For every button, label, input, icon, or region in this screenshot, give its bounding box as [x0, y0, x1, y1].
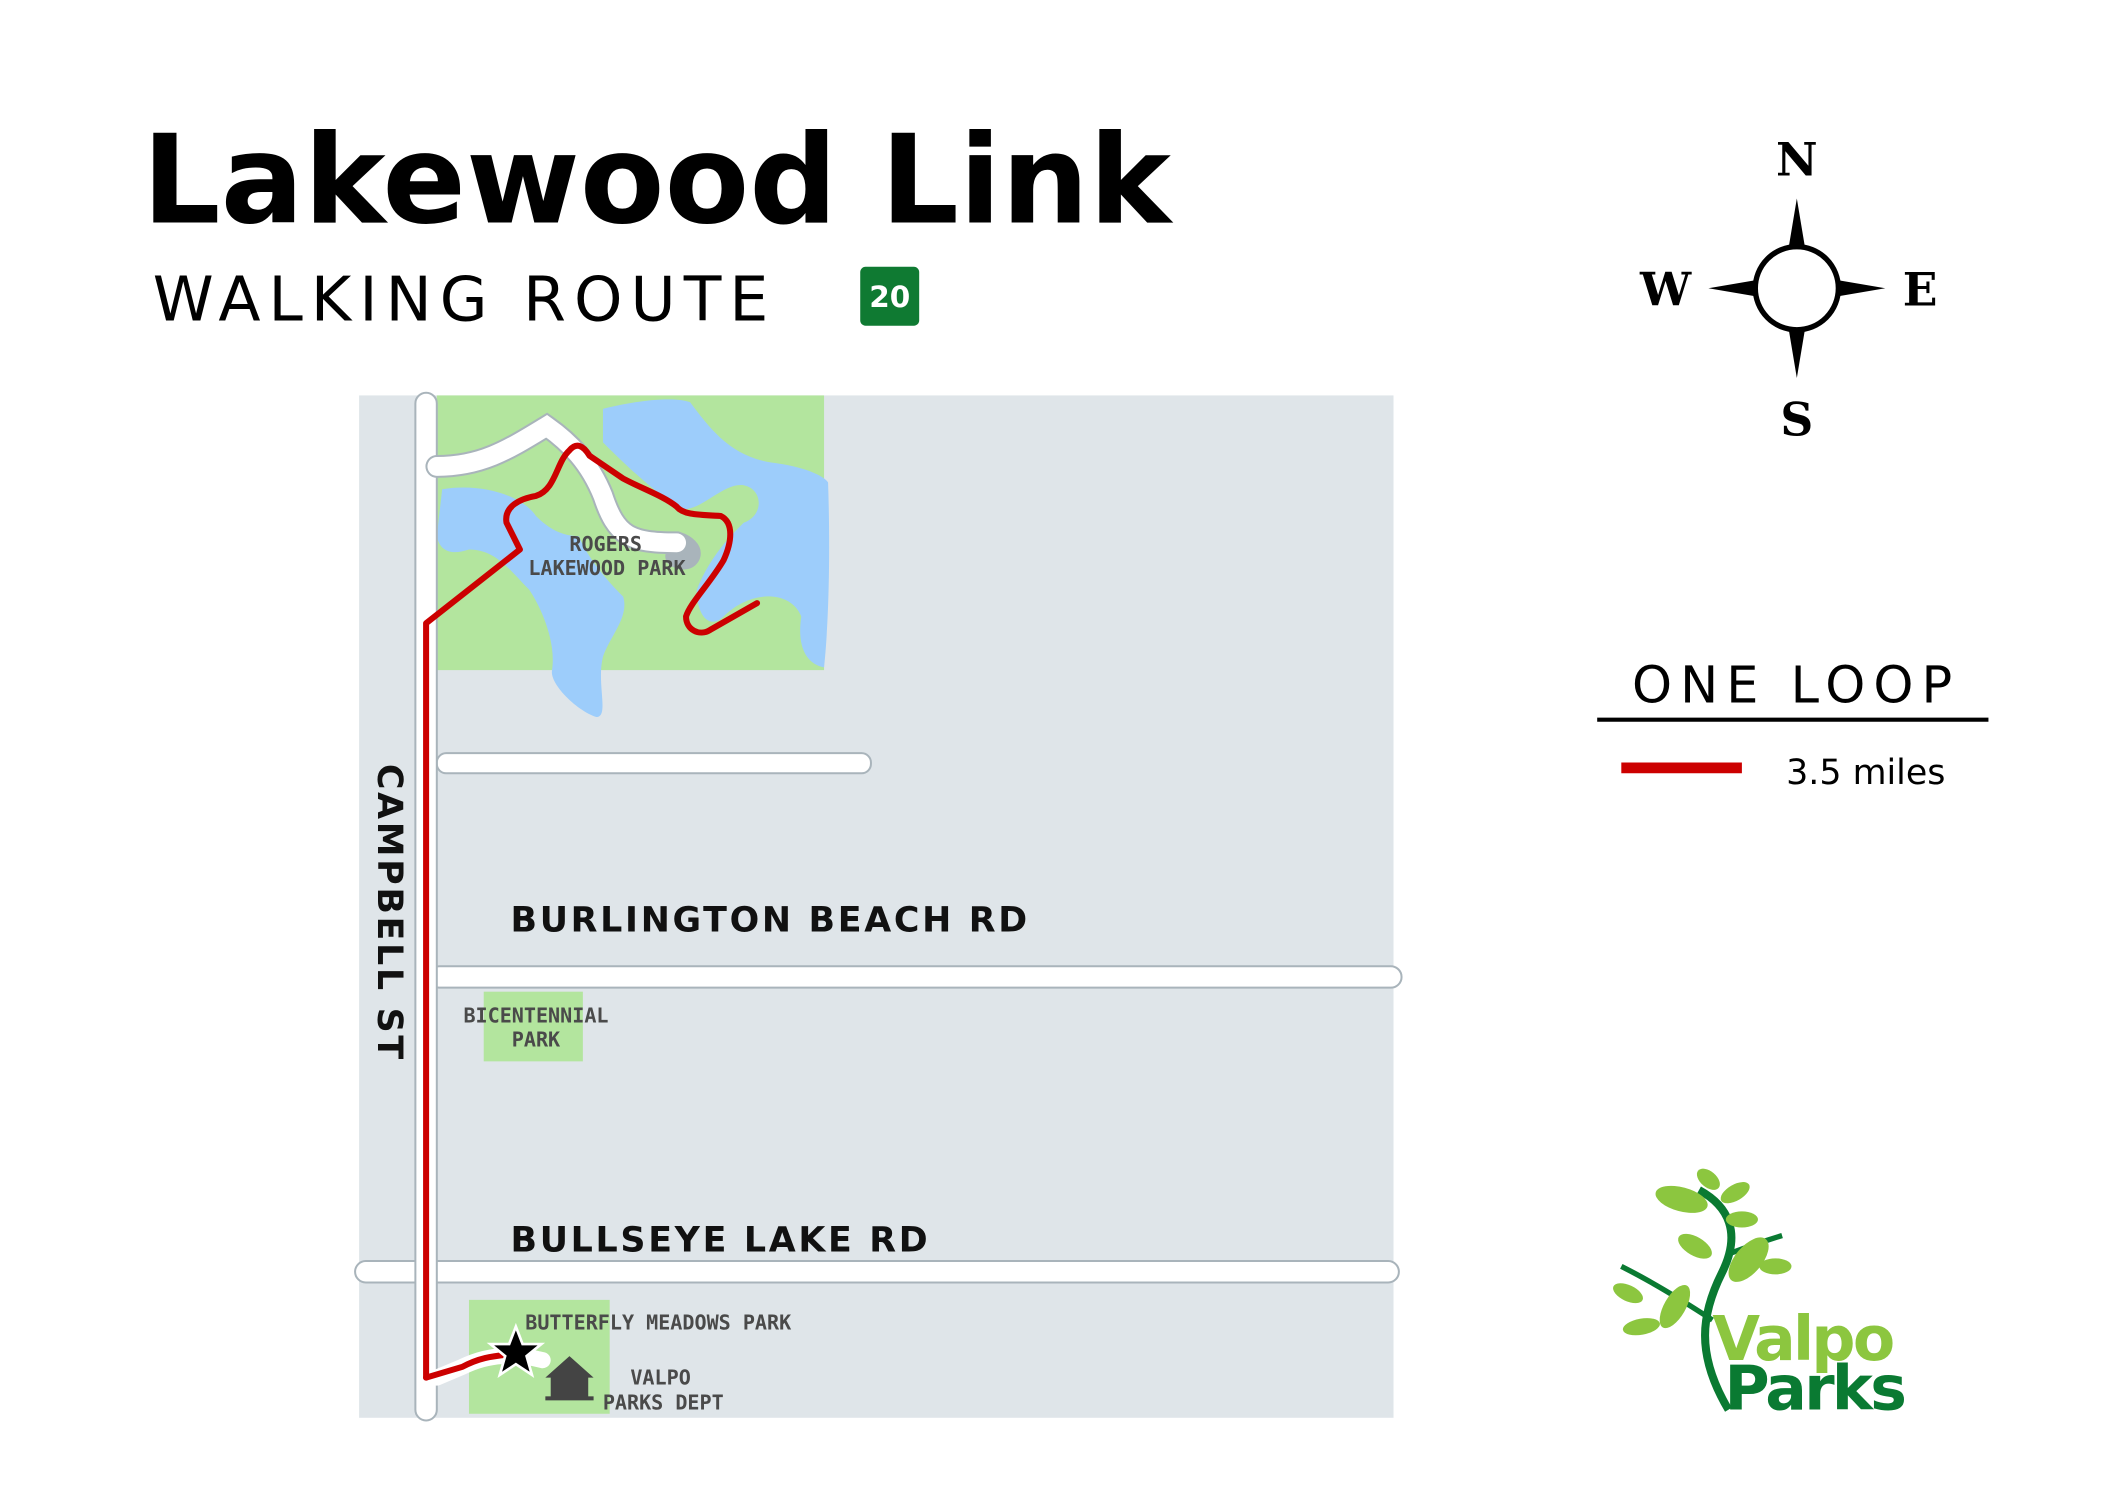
legend-title: ONE LOOP [1632, 656, 1960, 715]
compass-rose-icon: N S W E [1639, 133, 1938, 447]
svg-text:Parks: Parks [1724, 1353, 1904, 1425]
compass-east: E [1903, 263, 1938, 317]
bullseye-label: BULLSEYE LAKE RD [511, 1221, 931, 1261]
route-number-badge: 20 [860, 266, 920, 326]
butterfly-meadows-label: BUTTERFLY MEADOWS PARK [525, 1310, 792, 1334]
lake [436, 399, 830, 718]
bicentennial-park-area [483, 991, 583, 1062]
campbell-label: CAMPBELL ST [369, 764, 409, 1062]
burlington-beach-rd [427, 965, 1403, 989]
bullseye-lake-rd [354, 1260, 1400, 1284]
svg-text:Valpo: Valpo [1712, 1303, 1892, 1375]
parks-dept-label: VALPO [630, 1365, 690, 1389]
map-subtitle: WALKING ROUTE [153, 263, 777, 335]
compass-west: W [1639, 263, 1692, 317]
rogers-park-label: ROGERS [569, 532, 642, 556]
map-title: Lakewood Link [142, 110, 1174, 253]
walking-route [423, 442, 761, 1381]
valpo-parks-logo: Valpo Parks [1613, 1168, 1907, 1425]
side-road [435, 752, 872, 775]
compass-south: S [1780, 393, 1813, 447]
route-number: 20 [869, 280, 910, 314]
bicentennial-park-label: BICENTENNIAL [463, 1004, 608, 1028]
burlington-label: BURLINGTON BEACH RD [511, 900, 1030, 940]
map-area: ROGERS LAKEWOOD PARK BICENTENNIAL PARK B… [354, 391, 1403, 1422]
bicentennial-park-label-2: PARK [512, 1028, 561, 1052]
rogers-park-label-2: LAKEWOOD PARK [528, 556, 686, 580]
legend-route-length: 3.5 miles [1786, 753, 1945, 793]
park-road [427, 415, 687, 553]
parks-dept-label-2: PARKS DEPT [603, 1391, 724, 1415]
start-star-icon [486, 1322, 546, 1379]
compass-north: N [1776, 133, 1818, 187]
building-icon [545, 1356, 594, 1401]
legend: ONE LOOP 3.5 miles [1597, 656, 1989, 793]
